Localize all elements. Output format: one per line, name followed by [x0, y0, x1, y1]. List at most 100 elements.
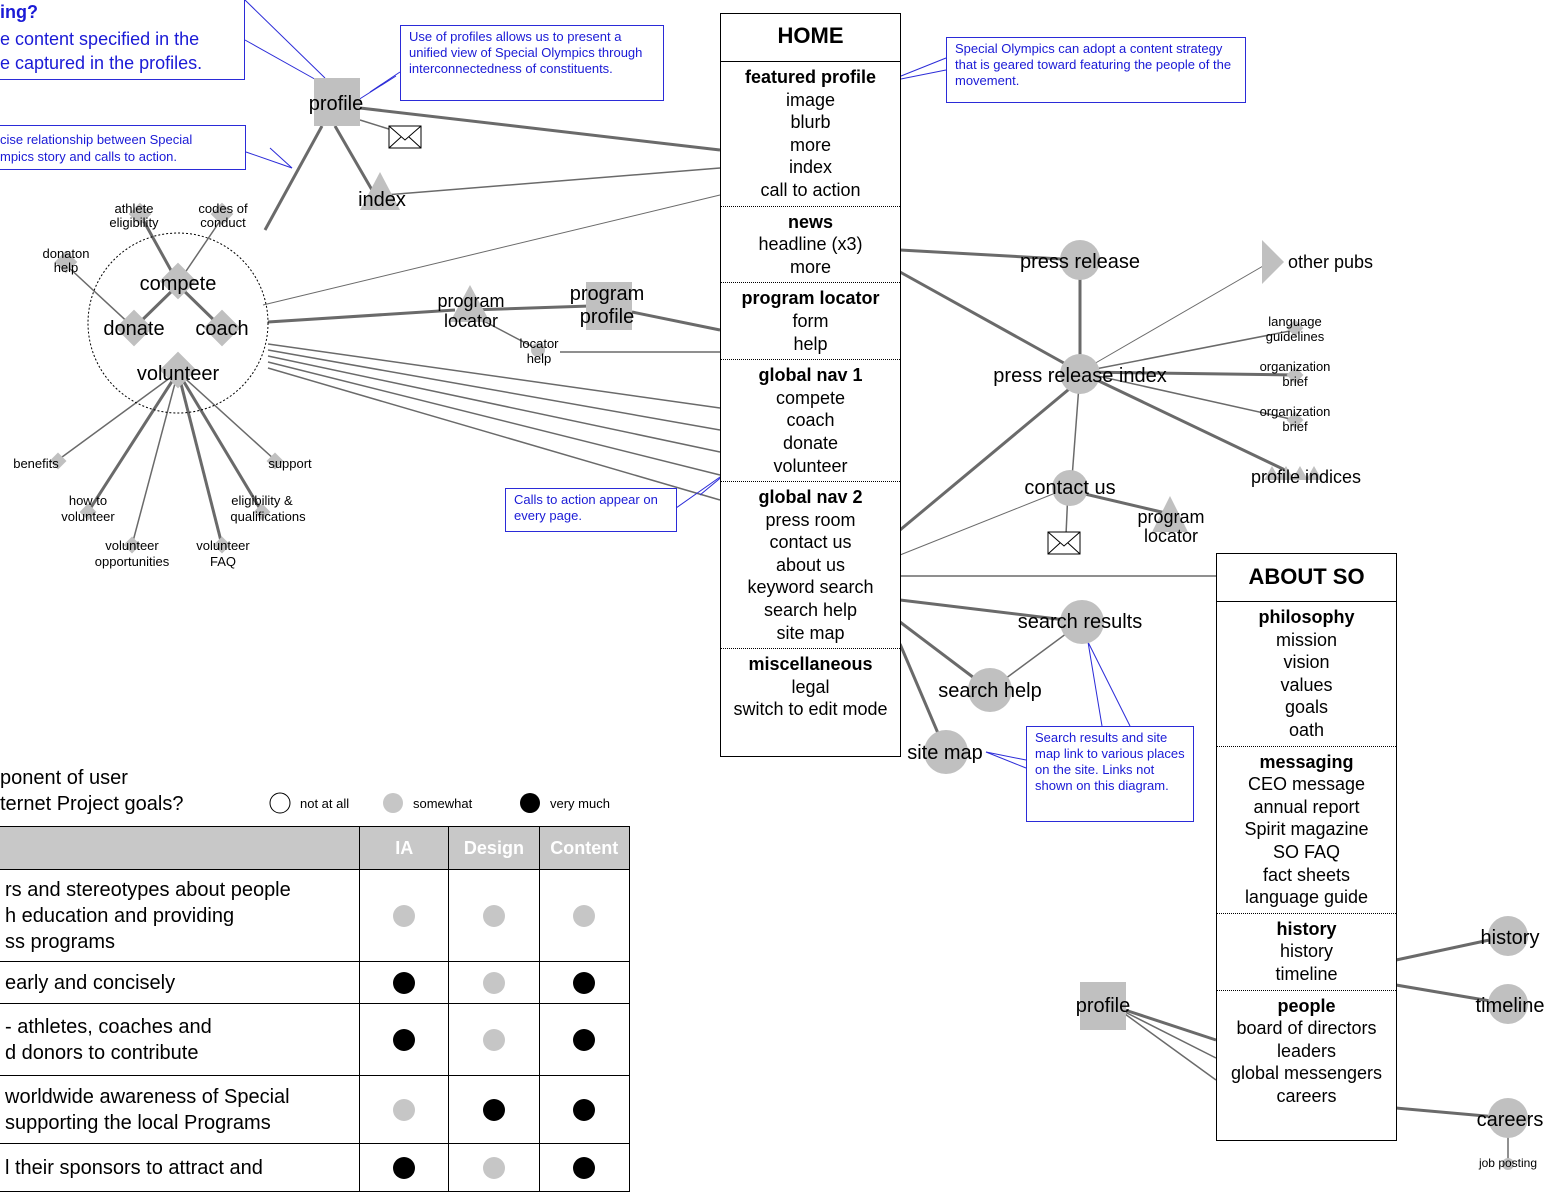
search-help-label[interactable]: search help	[938, 680, 1041, 702]
job-posting-label[interactable]: job posting	[1478, 1156, 1537, 1170]
section-item[interactable]: donate	[782, 432, 839, 453]
section-item[interactable]: keyword search	[747, 577, 874, 598]
section-item[interactable]: mission	[1275, 629, 1337, 650]
section-item[interactable]: press room	[765, 509, 856, 530]
section-item[interactable]: board of directors	[1236, 1018, 1377, 1039]
compete-label[interactable]: compete	[140, 273, 217, 295]
section-heading[interactable]: people	[1277, 995, 1336, 1016]
section-item[interactable]: CEO message	[1247, 774, 1366, 795]
section-item[interactable]: volunteer	[773, 455, 848, 476]
section-item[interactable]: vision	[1283, 652, 1330, 673]
section-heading[interactable]: messaging	[1259, 751, 1354, 772]
careers-label[interactable]: careers	[1477, 1109, 1544, 1131]
donate-label[interactable]: donate	[103, 318, 164, 340]
section-item[interactable]: contact us	[769, 532, 852, 553]
program-locator-label[interactable]: locator	[444, 311, 498, 331]
section-item[interactable]: oath	[1288, 719, 1325, 740]
section-heading[interactable]: global nav 1	[758, 365, 863, 386]
section-item[interactable]: blurb	[790, 112, 831, 133]
org-brief-label[interactable]: organization	[1260, 404, 1331, 419]
eligibility-qualifications-label[interactable]: qualifications	[230, 509, 306, 524]
section-item[interactable]: form	[792, 310, 829, 331]
index-label[interactable]: index	[358, 189, 406, 211]
section-item[interactable]: image	[785, 89, 836, 110]
section-item[interactable]: switch to edit mode	[733, 699, 888, 720]
program-profile-label[interactable]: profile	[580, 306, 634, 328]
section-item[interactable]: search help	[763, 600, 858, 621]
eligibility-qualifications-label[interactable]: eligibility &	[231, 493, 293, 508]
section-item[interactable]: fact sheets	[1262, 864, 1351, 885]
program-locator-triangle-node	[450, 285, 490, 322]
profile-about-label[interactable]: profile	[1076, 995, 1130, 1017]
program-locator-b-label[interactable]: program	[1137, 507, 1204, 527]
codes-of-conduct-label[interactable]: codes of	[198, 201, 248, 216]
section-item[interactable]: leaders	[1276, 1040, 1337, 1061]
language-guidelines-label[interactable]: guidelines	[1266, 329, 1325, 344]
site-map-label[interactable]: site map	[907, 742, 983, 764]
section-item[interactable]: values	[1280, 674, 1333, 695]
how-to-volunteer-label[interactable]: volunteer	[61, 509, 115, 524]
org-brief-label[interactable]: organization	[1260, 359, 1331, 374]
rating-somewhat-dot	[393, 904, 416, 927]
section-heading[interactable]: featured profile	[744, 67, 877, 87]
section-item[interactable]: history	[1279, 941, 1333, 962]
codes-of-conduct-label[interactable]: conduct	[200, 215, 246, 230]
volunteer-faq-label[interactable]: FAQ	[210, 554, 236, 569]
section-item[interactable]: more	[789, 256, 831, 277]
program-profile-label[interactable]: program	[570, 283, 644, 305]
goal-column-header	[0, 826, 361, 870]
timeline-label[interactable]: timeline	[1476, 995, 1545, 1017]
volunteer-label[interactable]: volunteer	[137, 363, 220, 385]
section-item[interactable]: timeline	[1275, 963, 1338, 984]
coach-label[interactable]: coach	[195, 318, 248, 340]
locator-help-label[interactable]: help	[527, 351, 552, 366]
program-locator-label[interactable]: program	[437, 291, 504, 311]
section-item[interactable]: call to action	[760, 179, 861, 200]
section-heading[interactable]: philosophy	[1258, 607, 1355, 627]
donation-help-label[interactable]: help	[54, 260, 79, 275]
section-item[interactable]: language guide	[1244, 887, 1369, 908]
section-item[interactable]: coach	[786, 410, 835, 431]
donation-help-label[interactable]: donaton	[43, 246, 90, 261]
profile-indices-label[interactable]: profile indices	[1251, 467, 1361, 487]
section-item[interactable]: legal	[791, 676, 830, 697]
section-item[interactable]: SO FAQ	[1272, 841, 1341, 862]
section-item[interactable]: compete	[775, 387, 846, 408]
volunteer-opportunities-label[interactable]: opportunities	[95, 554, 170, 569]
section-item[interactable]: site map	[776, 622, 845, 643]
section-heading[interactable]: miscellaneous	[748, 654, 873, 675]
section-item[interactable]: index	[788, 157, 833, 178]
history-label[interactable]: history	[1481, 927, 1540, 949]
search-results-label[interactable]: search results	[1018, 611, 1143, 633]
org-brief-label[interactable]: brief	[1282, 374, 1308, 389]
contact-us-label[interactable]: contact us	[1024, 477, 1115, 499]
volunteer-opportunities-label[interactable]: volunteer	[105, 538, 159, 553]
section-item[interactable]: global messengers	[1230, 1063, 1383, 1084]
language-guidelines-label[interactable]: language	[1268, 314, 1322, 329]
section-item[interactable]: help	[793, 333, 828, 354]
press-release-index-label[interactable]: press release index	[993, 365, 1166, 387]
section-heading[interactable]: history	[1276, 918, 1337, 939]
locator-help-label[interactable]: locator	[519, 336, 559, 351]
section-item[interactable]: careers	[1276, 1085, 1337, 1106]
athlete-eligibility-label[interactable]: eligibility	[109, 215, 159, 230]
section-item[interactable]: annual report	[1253, 796, 1360, 817]
other-pubs-label[interactable]: other pubs	[1288, 252, 1373, 272]
athlete-eligibility-label[interactable]: athlete	[114, 201, 153, 216]
section-item[interactable]: goals	[1284, 697, 1329, 718]
section-item[interactable]: more	[789, 134, 831, 155]
section-heading[interactable]: news	[787, 211, 834, 232]
section-heading[interactable]: program locator	[741, 288, 880, 309]
section-item[interactable]: headline (x3)	[758, 234, 863, 255]
section-item[interactable]: about us	[775, 554, 846, 575]
support-label[interactable]: support	[268, 456, 312, 471]
benefits-label[interactable]: benefits	[13, 456, 59, 471]
section-item[interactable]: Spirit magazine	[1244, 819, 1369, 840]
volunteer-faq-label[interactable]: volunteer	[196, 538, 250, 553]
program-locator-b-label[interactable]: locator	[1144, 526, 1198, 546]
press-release-label[interactable]: press release	[1020, 251, 1140, 273]
org-brief-label[interactable]: brief	[1282, 419, 1308, 434]
section-heading[interactable]: global nav 2	[758, 487, 863, 508]
how-to-volunteer-label[interactable]: how to	[69, 493, 107, 508]
profile-label[interactable]: profile	[309, 93, 363, 115]
